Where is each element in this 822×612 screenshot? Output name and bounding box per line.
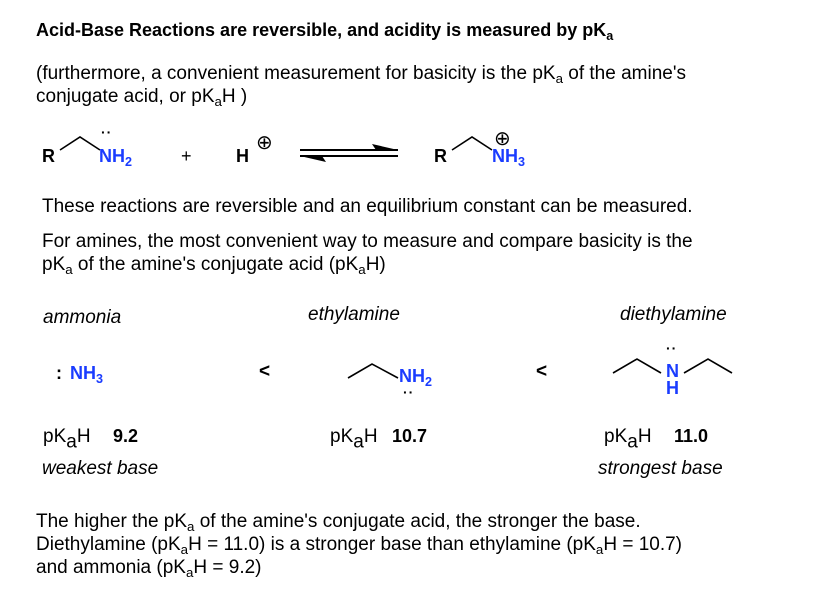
- subscript: a: [353, 431, 364, 453]
- less-than-sign: <: [536, 361, 548, 382]
- compound-name-diethylamine: diethylamine: [620, 304, 727, 325]
- proton-label: H: [236, 146, 249, 166]
- amines-text: pK: [42, 254, 66, 275]
- subscript: a: [595, 541, 604, 557]
- amine-text: NH: [492, 146, 518, 166]
- diethylamine-hydrogen: H: [666, 378, 679, 398]
- intro-paragraph: (furthermore, a convenient measurement f…: [36, 62, 686, 108]
- pka-label: H: [363, 426, 378, 447]
- subscript: a: [358, 261, 366, 277]
- conclusion-text: The higher the pK: [36, 511, 188, 532]
- plus-sign: +: [181, 146, 192, 166]
- intro-text: H ): [221, 86, 248, 107]
- subscript: 2: [125, 154, 133, 169]
- page-title: Acid-Base Reactions are reversible, and …: [36, 20, 614, 43]
- amines-text: H): [365, 254, 386, 275]
- amines-text: of the amine's conjugate acid (pK: [72, 254, 359, 275]
- subscript: 2: [425, 374, 433, 389]
- intro-text: of the amine's: [562, 63, 686, 84]
- product-ammonium: NH3: [492, 146, 526, 169]
- r-group-label: R: [434, 146, 447, 166]
- title-text: Acid-Base Reactions are reversible, and …: [36, 20, 607, 40]
- ammonia-structure: NH3: [70, 363, 104, 386]
- intro-text: conjugate acid, or pK: [36, 86, 215, 107]
- positive-charge-icon: ⊕: [256, 132, 273, 154]
- positive-charge-icon: ⊕: [494, 128, 511, 150]
- compound-name-ethylamine: ethylamine: [308, 304, 400, 325]
- conclusion-line-1: The higher the pKa of the amine's conjug…: [36, 510, 682, 533]
- ethylamine-structure: NH2: [399, 366, 433, 389]
- descriptor-weakest: weakest base: [42, 458, 159, 479]
- amine-text: NH: [99, 146, 125, 166]
- pka-label: pK: [43, 426, 67, 447]
- subscript: a: [555, 70, 563, 86]
- title-subscript: a: [606, 28, 614, 43]
- subscript: 3: [518, 154, 526, 169]
- conclusion-line-2: Diethylamine (pKaH = 11.0) is a stronger…: [36, 533, 682, 556]
- subscript: a: [627, 431, 638, 453]
- intro-line-1: (furthermore, a convenient measurement f…: [36, 62, 686, 85]
- lone-pair-dots: ··: [403, 384, 415, 400]
- pka-label: pK: [604, 426, 628, 447]
- subscript: a: [185, 564, 194, 580]
- conclusion-text: H = 11.0) is a stronger base than ethyla…: [188, 534, 596, 555]
- conclusion-line-3: and ammonia (pKaH = 9.2): [36, 556, 682, 579]
- conclusion-text: of the amine's conjugate acid, the stron…: [194, 511, 641, 532]
- lone-pair-dots: :: [56, 363, 62, 383]
- amines-line-2: pKa of the amine's conjugate acid (pKaH): [42, 253, 693, 276]
- formula-text: NH: [70, 363, 96, 383]
- pka-label: H: [637, 426, 652, 447]
- pka-value: 11.0: [674, 426, 709, 446]
- subscript: a: [66, 431, 77, 453]
- intro-text: (furthermore, a convenient measurement f…: [36, 63, 556, 84]
- subscript: 3: [96, 371, 104, 386]
- conclusion-text: H = 9.2): [193, 557, 262, 578]
- compound-name-ammonia: ammonia: [43, 307, 122, 328]
- pka-value: 9.2: [113, 426, 139, 446]
- pka-label: H: [76, 426, 91, 447]
- pka-diethylamine: pKaH 11.0: [604, 426, 709, 452]
- lone-pair-dots: ··: [101, 124, 113, 140]
- conclusion-text: and ammonia (pK: [36, 557, 186, 578]
- pka-ethylamine: pKaH 10.7: [330, 426, 428, 452]
- amines-line-1: For amines, the most convenient way to m…: [42, 231, 693, 252]
- diethylamine-nitrogen: N: [666, 361, 679, 381]
- pka-ammonia: pKaH 9.2: [43, 426, 139, 452]
- formula-text: NH: [399, 366, 425, 386]
- lone-pair-dots: ··: [666, 340, 678, 356]
- subscript: a: [214, 93, 222, 109]
- reversible-statement: These reactions are reversible and an eq…: [42, 196, 693, 217]
- pka-value: 10.7: [392, 426, 428, 446]
- less-than-sign: <: [259, 361, 271, 382]
- intro-line-2: conjugate acid, or pKaH ): [36, 85, 686, 108]
- subscript: a: [65, 261, 73, 277]
- conclusion-paragraph: The higher the pKa of the amine's conjug…: [36, 510, 682, 579]
- subscript: a: [180, 541, 189, 557]
- subscript: a: [187, 518, 195, 534]
- amines-paragraph: For amines, the most convenient way to m…: [42, 230, 693, 276]
- conclusion-text: Diethylamine (pK: [36, 534, 181, 555]
- r-group-label: R: [42, 146, 55, 166]
- conclusion-text: H = 10.7): [603, 534, 683, 555]
- descriptor-strongest: strongest base: [598, 458, 723, 479]
- pka-label: pK: [330, 426, 354, 447]
- reactant-amine: NH2: [99, 146, 133, 169]
